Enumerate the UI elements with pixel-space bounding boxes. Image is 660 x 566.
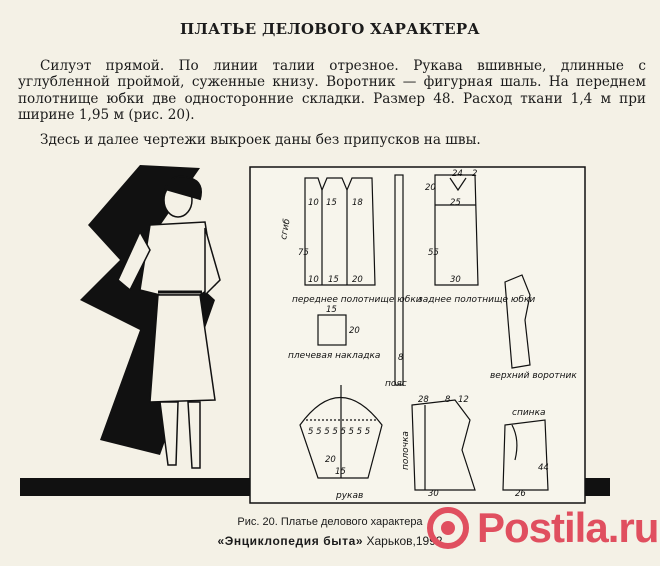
front-top-1: 10 <box>308 198 319 208</box>
front-bottom-2: 15 <box>328 275 339 285</box>
back-top-1: 20 <box>425 183 436 193</box>
postila-logo-icon <box>427 507 469 549</box>
collar-piece <box>504 274 531 369</box>
back-skirt-panel <box>434 174 479 286</box>
sleeve-piece <box>299 385 383 479</box>
back-bodice-piece <box>502 419 549 491</box>
watermark-text: Postila.ru <box>477 504 659 551</box>
shelf-top-2: 8 <box>445 395 451 405</box>
sleeve-label: рукав <box>335 491 363 501</box>
shelf-top-3: 12 <box>458 395 469 405</box>
front-panel-label: переднее полотнище юбки <box>292 295 422 305</box>
pad-height: 20 <box>349 326 360 336</box>
source-title: «Энциклопедия быта» <box>217 534 364 548</box>
sleeve-bottom: 15 <box>335 467 346 477</box>
belt-label: пояс <box>385 379 407 389</box>
front-top-3: 18 <box>352 198 363 208</box>
shelf-top-1: 28 <box>418 395 429 405</box>
back-height: 55 <box>428 248 439 258</box>
front-height: 75 <box>298 248 309 258</box>
back-bottom: 30 <box>450 275 461 285</box>
front-bottom-1: 10 <box>308 275 319 285</box>
pattern-frame <box>249 166 586 504</box>
postila-watermark[interactable]: Postila.ru <box>427 498 660 558</box>
figure-caption: Рис. 20. Платье делового характера <box>237 516 423 528</box>
back-top-2: 24 <box>452 169 463 179</box>
sleeve-side: 20 <box>325 455 336 465</box>
source-line: «Энциклопедия быта» Харьков,1992 <box>0 534 660 548</box>
back-piece-bottom: 26 <box>515 489 526 499</box>
description-paragraph: Силуэт прямой. По линии талии отрезное. … <box>18 58 646 123</box>
belt-number: 8 <box>398 353 404 363</box>
back-piece-side: 44 <box>538 463 549 473</box>
belt-piece <box>394 174 404 386</box>
front-skirt-panel <box>304 177 376 286</box>
woman-illustration <box>117 175 221 469</box>
pad-width: 15 <box>326 305 337 315</box>
front-top-2: 15 <box>326 198 337 208</box>
fold-label: сгиб <box>279 218 293 241</box>
shoulder-pad <box>317 314 347 346</box>
back-label: спинка <box>512 408 546 418</box>
note-paragraph: Здесь и далее чертежи выкроек даны без п… <box>40 132 481 148</box>
shelf-piece <box>411 399 476 491</box>
source-city: Харьков,1992 <box>363 534 443 548</box>
shoulder-pad-label: плечевая накладка <box>288 351 380 361</box>
pattern-figure: 10 15 18 10 15 20 75 сгиб переднее полот… <box>20 165 610 504</box>
shelf-bottom: 30 <box>428 489 439 499</box>
sleeve-row: 5 5 5 5 5 5 5 5 <box>308 427 370 437</box>
back-panel-label: заднее полотнище юбки <box>418 295 535 305</box>
back-top-3: 2 <box>472 169 477 179</box>
shelf-label: полочка <box>401 431 411 470</box>
back-mid: 25 <box>450 198 461 208</box>
collar-label: верхний воротник <box>490 371 577 381</box>
page-title: ПЛАТЬЕ ДЕЛОВОГО ХАРАКТЕРА <box>180 20 480 38</box>
front-bottom-3: 20 <box>352 275 363 285</box>
